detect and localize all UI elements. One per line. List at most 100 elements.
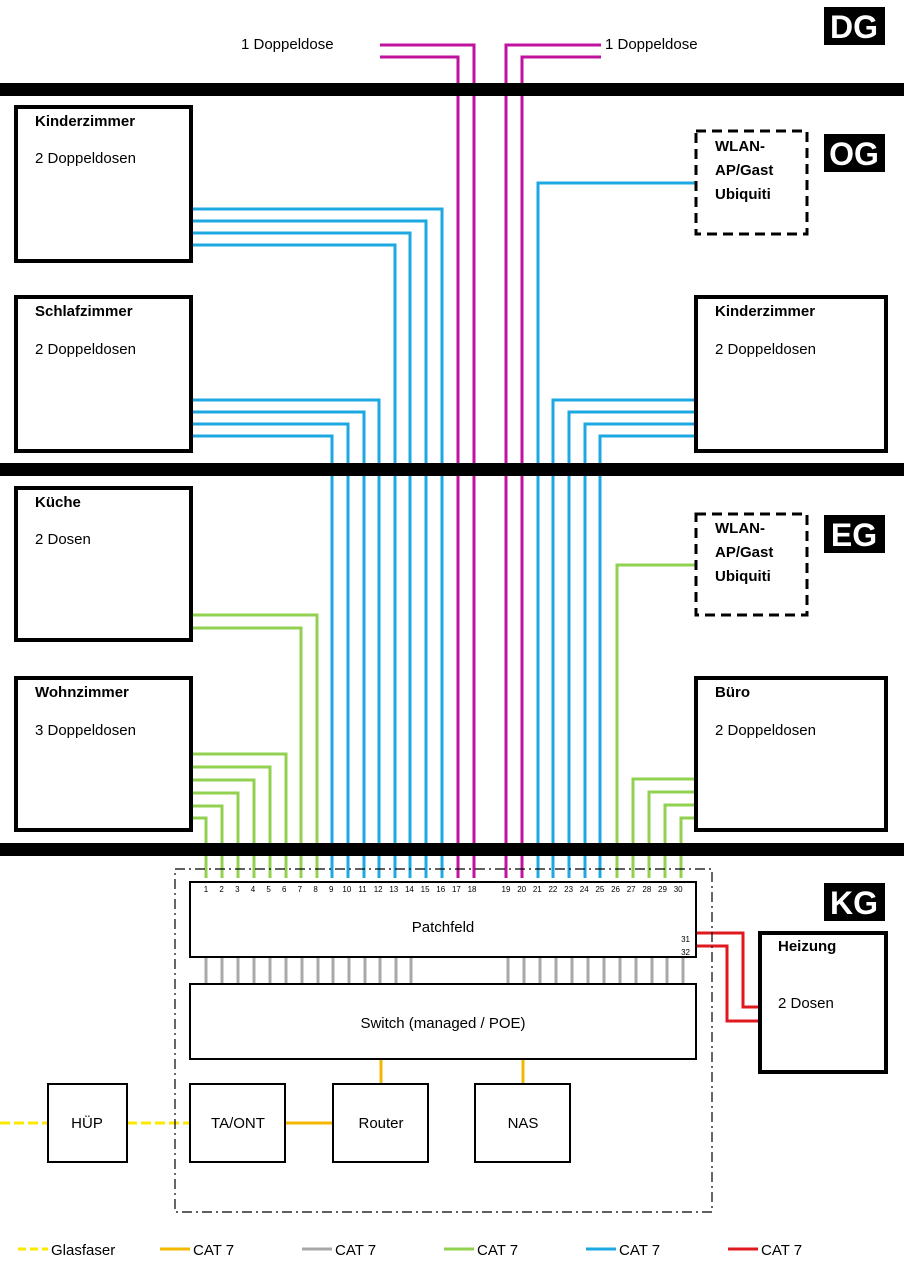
port-label-7: 7 [298,885,303,894]
port-label-24: 24 [580,885,589,894]
svg-text:2 Doppeldosen: 2 Doppeldosen [715,722,816,739]
svg-text:3 Doppeldosen: 3 Doppeldosen [35,722,136,739]
cable-dg-right-1 [504,43,601,878]
floor-label-eg: EG [824,515,885,553]
cable-og-kinderzimmer-left-3 [191,231,412,878]
svg-text:Patchfeld: Patchfeld [412,919,475,936]
svg-text:NAS: NAS [508,1115,539,1132]
room-og-kinderzimmer-left: Kinderzimmer 2 Doppeldosen [14,105,193,263]
room-og-kinderzimmer-right: Kinderzimmer 2 Doppeldosen [694,295,888,453]
svg-text:CAT 7: CAT 7 [619,1242,660,1259]
port-label-13: 13 [389,885,398,894]
svg-text:KG: KG [830,885,878,921]
cable-og-schlafzimmer-2 [191,410,366,878]
svg-text:WLAN-: WLAN- [715,138,765,155]
cable-og-kinderzimmer-right-4 [598,434,696,878]
svg-text:EG: EG [831,517,877,553]
port-label-12: 12 [374,885,383,894]
svg-text:AP/Gast: AP/Gast [715,544,773,561]
floor-separator-dg-og [0,83,904,96]
legend-item-glasfaser: Glasfaser [18,1242,115,1259]
port-label-28: 28 [642,885,651,894]
svg-text:Glasfaser: Glasfaser [51,1242,115,1259]
port-label-14: 14 [405,885,414,894]
svg-text:Switch (managed / POE): Switch (managed / POE) [360,1015,525,1032]
cable-eg-wohnzimmer-1 [191,752,288,878]
port-label-31: 31 [681,935,690,944]
wlan-ap-og: WLAN- AP/Gast Ubiquiti [694,129,809,236]
cable-og-schlafzimmer-3 [191,422,350,878]
floor-label-kg: KG [824,883,885,921]
cable-og-kinderzimmer-left-4 [191,243,397,878]
port-label-27: 27 [627,885,636,894]
cable-eg-kueche-1 [191,613,319,878]
svg-text:2 Doppeldosen: 2 Doppeldosen [35,341,136,358]
port-label-8: 8 [313,885,318,894]
svg-text:CAT 7: CAT 7 [477,1242,518,1259]
svg-text:CAT 7: CAT 7 [335,1242,376,1259]
port-label-16: 16 [436,885,445,894]
cable-og-kinderzimmer-left-1 [191,207,444,878]
legend-item-cat7-orange: CAT 7 [160,1242,234,1259]
cable-og-kinderzimmer-right-3 [583,422,696,878]
svg-text:WLAN-: WLAN- [715,520,765,537]
device-router: Router [332,1083,429,1163]
floor-label-dg: DG [824,7,885,45]
port-label-25: 25 [595,885,604,894]
port-label-3: 3 [235,885,240,894]
svg-text:AP/Gast: AP/Gast [715,162,773,179]
legend-item-cat7-green: CAT 7 [444,1242,518,1259]
wlan-ap-eg: WLAN- AP/Gast Ubiquiti [694,512,809,617]
port-label-4: 4 [251,885,256,894]
svg-text:Heizung: Heizung [778,938,836,955]
port-label-5: 5 [266,885,271,894]
port-label-1: 1 [204,885,209,894]
svg-text:Wohnzimmer: Wohnzimmer [35,684,129,701]
cable-eg-buero-4 [679,816,696,878]
svg-text:2 Doppeldosen: 2 Doppeldosen [35,150,136,167]
cable-eg-wohnzimmer-6 [191,816,208,878]
network-switch: Switch (managed / POE) [189,983,697,1060]
port-label-2: 2 [219,885,224,894]
cable-dg-right-2 [520,55,601,878]
port-label-21: 21 [533,885,542,894]
device-hup: HÜP [47,1083,128,1163]
cable-eg-kueche-2 [191,626,303,878]
room-kg-heizung: Heizung 2 Dosen [758,931,888,1074]
port-label-22: 22 [548,885,557,894]
floor-separator-og-eg [0,463,904,476]
device-ta-ont: TA/ONT [189,1083,286,1163]
svg-text:CAT 7: CAT 7 [193,1242,234,1259]
legend-item-cat7-gray: CAT 7 [302,1242,376,1259]
port-label-18: 18 [468,885,477,894]
cable-og-kinderzimmer-right-1 [551,398,696,878]
port-label-32: 32 [681,948,690,957]
port-label-17: 17 [452,885,461,894]
cable-eg-wohnzimmer-2 [191,765,272,878]
svg-text:2 Doppeldosen: 2 Doppeldosen [715,341,816,358]
room-eg-buero: Büro 2 Doppeldosen [694,676,888,832]
port-label-11: 11 [358,885,367,894]
port-label-15: 15 [421,885,430,894]
port-label-9: 9 [329,885,334,894]
legend-item-cat7-red: CAT 7 [728,1242,802,1259]
svg-text:Kinderzimmer: Kinderzimmer [715,303,815,320]
rack-enclosure [174,868,713,1213]
port-label-19: 19 [502,885,511,894]
svg-text:Kinderzimmer: Kinderzimmer [35,113,135,130]
svg-text:DG: DG [830,9,878,45]
port-label-20: 20 [517,885,526,894]
cable-og-schlafzimmer-4 [191,434,334,878]
svg-text:Ubiquiti: Ubiquiti [715,186,771,203]
svg-text:OG: OG [829,136,879,172]
svg-text:CAT 7: CAT 7 [761,1242,802,1259]
cable-og-kinderzimmer-right-2 [567,410,696,878]
dg-left-outlet-label: 1 Doppeldose [241,36,334,53]
svg-text:HÜP: HÜP [71,1114,103,1132]
cable-dg-left-1 [380,43,476,878]
dg-right-outlet-label: 1 Doppeldose [605,36,698,53]
svg-text:Schlafzimmer: Schlafzimmer [35,303,133,320]
svg-text:2 Dosen: 2 Dosen [778,995,834,1012]
